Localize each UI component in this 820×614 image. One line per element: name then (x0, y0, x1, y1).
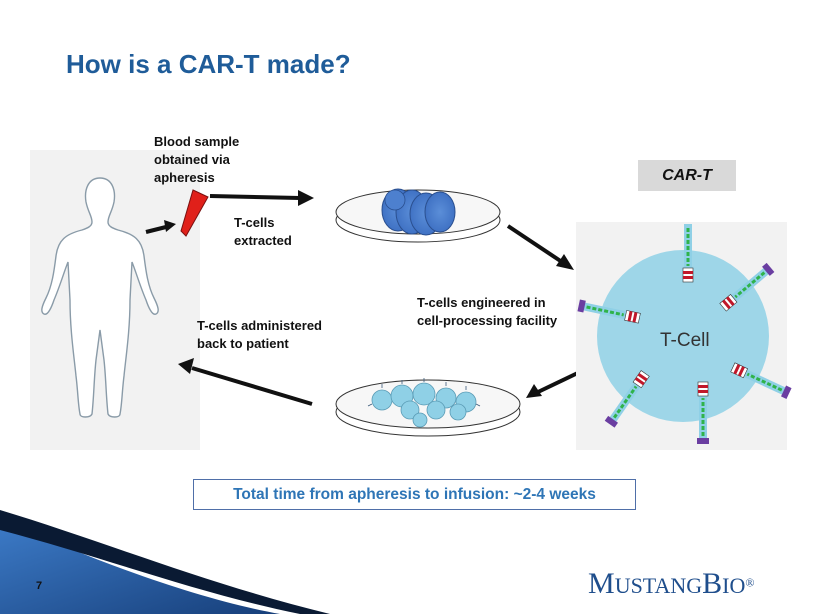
car-t-badge: CAR-T (638, 160, 736, 191)
slide-title: How is a CAR-T made? (66, 49, 351, 79)
label-t-cells-extracted: T-cells extracted (234, 215, 292, 248)
mustang-bio-logo: MUSTANGBIO® (588, 567, 755, 600)
car-t-cell-illustration (576, 222, 792, 450)
petri-dish-extracted (335, 188, 501, 243)
corner-decoration (0, 510, 330, 614)
label-t-cells-administered: T-cells administered back to patient (197, 318, 322, 351)
petri-dish-engineered (335, 378, 521, 437)
total-time-box: Total time from apheresis to infusion: ~… (193, 479, 636, 510)
t-cell-label: T-Cell (660, 330, 710, 351)
page-number: 7 (36, 580, 43, 592)
blood-tube-icon (180, 189, 209, 237)
label-t-cells-engineered: T-cells engineered in cell-processing fa… (417, 295, 558, 328)
car-receptor-top (682, 224, 694, 283)
label-blood-sample: Blood sample obtained via apheresis (154, 134, 240, 185)
flow-arrows (145, 190, 585, 406)
patient-silhouette (30, 150, 200, 450)
